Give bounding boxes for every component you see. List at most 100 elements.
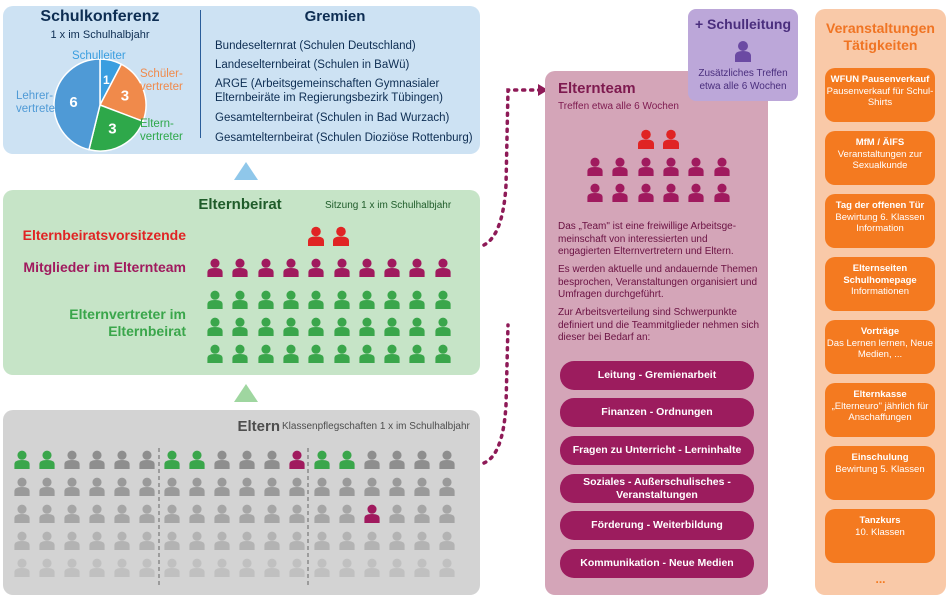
arrow-up-icon — [234, 384, 258, 402]
elternteam-title: Elternteam — [558, 80, 636, 97]
person-icon — [139, 477, 155, 496]
event-title: WFUN Pausenverkauf — [830, 74, 930, 85]
person-icon — [308, 290, 324, 309]
pie-count-label: 3 — [121, 88, 129, 105]
person-icon — [264, 504, 280, 523]
person-icon — [232, 344, 248, 363]
person-icon — [389, 558, 405, 577]
person-icon — [289, 477, 305, 496]
person-icon — [164, 450, 180, 469]
pie-count-label: 3 — [108, 121, 116, 138]
event-desc: Bewirtung 5. Klassen — [835, 463, 925, 475]
person-icon — [64, 504, 80, 523]
person-icon — [314, 504, 330, 523]
person-icon — [414, 477, 430, 496]
person-icon — [257, 317, 274, 336]
person-icon — [14, 531, 30, 550]
person-icon — [364, 450, 380, 469]
person-icon — [333, 317, 350, 336]
gremien-item: ARGE (Arbeitsgemeinschaften Gymnasialer … — [215, 78, 443, 104]
person-icon — [89, 558, 105, 577]
person-icon — [314, 558, 330, 577]
task-pill: Fragen zu Unterricht - Lerninhalte — [560, 436, 754, 465]
person-icon — [214, 477, 230, 496]
person-icon — [339, 504, 355, 523]
person-icon — [232, 290, 248, 309]
person-icon — [114, 477, 130, 496]
person-icon — [637, 183, 654, 202]
person-icon — [638, 129, 654, 149]
arrow-up-icon — [234, 162, 258, 180]
person-icon — [214, 531, 230, 550]
pie-label-schulleiter: Schulleiter — [72, 50, 126, 62]
gremien-title: Gremien — [304, 8, 366, 25]
person-icon — [688, 157, 704, 176]
person-icon — [384, 317, 400, 336]
person-icon — [409, 317, 425, 336]
person-icon — [14, 558, 30, 577]
person-icon — [214, 450, 230, 469]
person-icon — [333, 258, 350, 277]
person-icon — [114, 531, 130, 550]
person-icon — [364, 477, 380, 496]
event-card: Elternkasse„Elterneuro" jährlich für Ans… — [825, 383, 935, 437]
pie-slice — [98, 63, 147, 123]
person-icon — [333, 226, 349, 246]
schulleitung-title: + Schulleitung — [694, 16, 792, 32]
event-desc: Informationen — [850, 286, 910, 297]
pie-count-label: 1 — [103, 73, 110, 87]
person-icon — [289, 531, 305, 550]
event-title: MfM / ÄIFS — [855, 137, 905, 148]
person-icon — [14, 450, 30, 469]
gremien-item: Gesamtelternbeirat (Schulen Dioziöse Rot… — [215, 132, 473, 144]
person-icon — [164, 477, 180, 496]
pie-slice — [88, 103, 144, 152]
person-icon — [207, 344, 223, 363]
schulkonferenz-title: Schulkonferenz — [40, 8, 160, 25]
person-icon — [364, 531, 380, 550]
person-icon — [114, 558, 130, 577]
person-icon — [89, 504, 105, 523]
person-icon — [139, 531, 155, 550]
person-icon — [189, 531, 205, 550]
elternteam-paragraph: Das „Team" ist eine freiwillige Arbeitsg… — [558, 221, 737, 257]
elternbeirat-subtitle: Sitzung 1 x im Schulhalbjahr — [325, 200, 452, 211]
pie-count-label: 6 — [69, 94, 77, 111]
person-icon — [39, 531, 55, 550]
person-icon — [384, 258, 400, 277]
person-icon — [283, 344, 299, 363]
person-icon — [189, 450, 205, 469]
person-icon — [333, 290, 350, 309]
person-icon — [39, 558, 55, 577]
person-icon — [214, 558, 230, 577]
event-title: Einschulung — [851, 452, 909, 463]
person-icon — [264, 558, 280, 577]
pie-label-schueler: Schüler- vertreter — [140, 68, 183, 93]
more-ellipsis: ... — [875, 572, 886, 586]
person-icon — [232, 258, 248, 277]
person-icon — [384, 290, 400, 309]
gremien-item: Bundeselternrat (Schulen Deutschland) — [215, 40, 416, 52]
person-icon — [139, 504, 155, 523]
person-icon — [64, 450, 80, 469]
person-icon — [89, 531, 105, 550]
person-icon — [189, 504, 205, 523]
person-icon — [308, 317, 324, 336]
person-icon — [389, 477, 405, 496]
person-icon — [409, 290, 425, 309]
person-icon — [257, 258, 274, 277]
person-icon — [409, 258, 425, 277]
task-pill: Soziales - Außerschulisches - Veranstalt… — [560, 474, 754, 503]
person-icon — [264, 450, 280, 469]
person-icon — [359, 258, 375, 277]
person-icon — [257, 344, 274, 363]
elternbeirat-panel — [3, 190, 480, 375]
person-icon — [289, 504, 305, 523]
person-icon — [359, 344, 375, 363]
schulkonferenz-subtitle: 1 x im Schulhalbjahr — [50, 29, 150, 41]
